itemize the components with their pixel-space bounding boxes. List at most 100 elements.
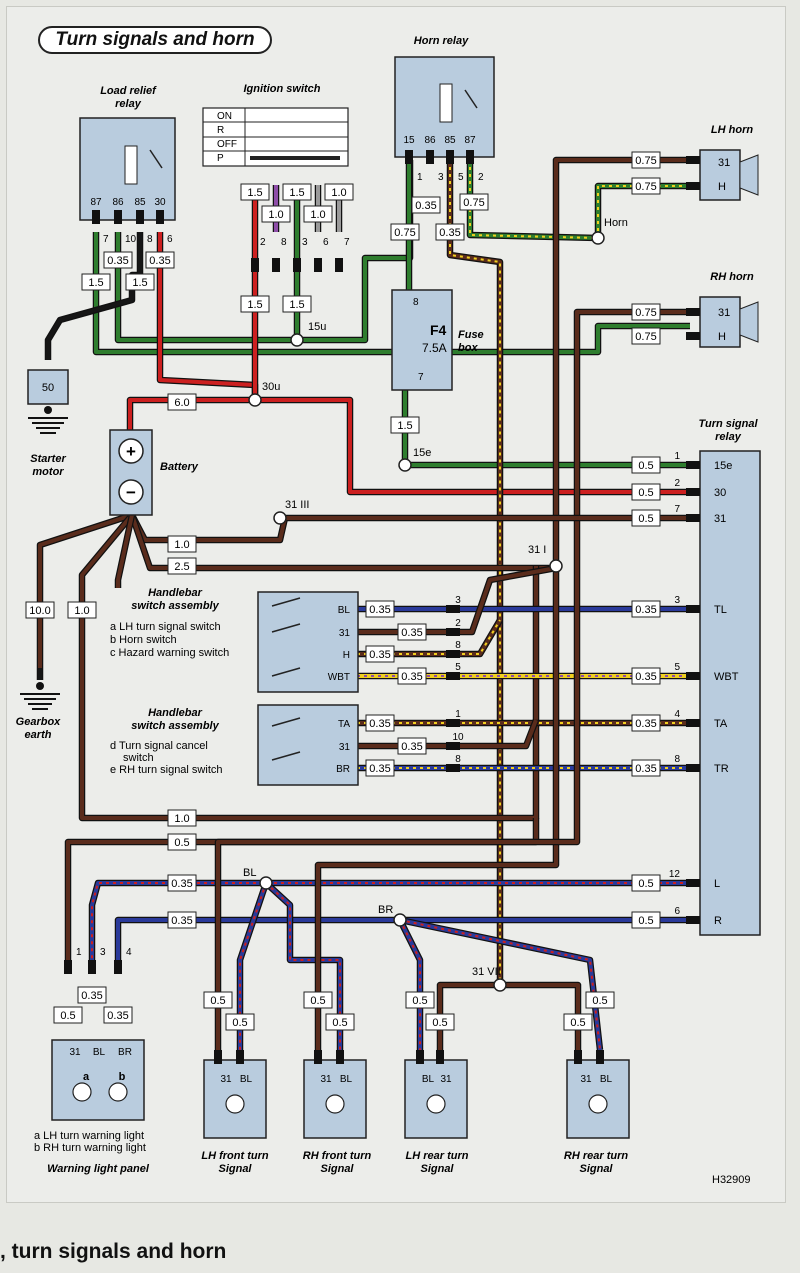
terminal-label: 31	[69, 1047, 81, 1058]
wire-size-box	[303, 205, 333, 223]
connector	[446, 719, 460, 727]
handlebar-1-item: c Hazard warning switch	[110, 647, 229, 659]
wire-size-label: 0.35	[415, 200, 436, 212]
wire-size-box	[411, 196, 441, 214]
connector	[426, 150, 434, 164]
wire-size-label: 0.5	[638, 915, 653, 927]
connector	[214, 1050, 222, 1064]
handlebar-2-item: e RH turn signal switch	[110, 764, 223, 776]
wire-size-box	[365, 759, 395, 777]
wire-rh-front-bl-tracer	[265, 882, 341, 1050]
terminal-label: TL	[714, 604, 727, 616]
wire-size-box	[631, 177, 661, 195]
wire-size-box	[303, 991, 333, 1009]
wire-bl-tracer	[91, 882, 690, 960]
terminal-label: 1	[455, 709, 461, 720]
terminal-label: 3	[438, 172, 444, 183]
wire-size-box	[390, 416, 420, 434]
wire-15e	[401, 390, 690, 469]
wire-size-box	[631, 714, 661, 732]
warning-lamp	[72, 1082, 92, 1102]
connector	[446, 764, 460, 772]
terminal-label: 30	[154, 197, 166, 208]
terminal-label: 2	[478, 172, 484, 183]
lh-horn-label: LH horn	[711, 124, 753, 136]
lamp-label-2: Signal	[320, 1163, 354, 1175]
terminal-label: BL	[338, 605, 351, 616]
wire-size-box	[103, 1006, 133, 1024]
wire-size-label: 0.35	[369, 604, 390, 616]
lamp-label: LH front turn	[201, 1150, 268, 1162]
handlebar-1-title-2: switch assembly	[131, 600, 219, 612]
terminal-label: a	[83, 1071, 90, 1083]
wire-size-label: 0.5	[332, 1017, 347, 1029]
wire-size-box	[397, 623, 427, 641]
terminal-label: H	[718, 181, 726, 193]
connector	[64, 960, 72, 974]
wire-horn-out	[466, 160, 690, 242]
lamp-label-2: Signal	[579, 1163, 613, 1175]
wire-size-box	[631, 483, 661, 501]
terminal-label: 31	[440, 1074, 452, 1085]
wire-size-box	[397, 667, 427, 685]
starter-motor-label-2: motor	[32, 466, 64, 478]
switch-contact	[271, 623, 301, 633]
connector	[686, 916, 700, 924]
wire-size-box	[563, 1013, 593, 1031]
connector	[446, 742, 460, 750]
lamp-label-2: Signal	[420, 1163, 454, 1175]
junction-label: 31 I	[528, 544, 546, 556]
terminal-label: H	[343, 650, 350, 661]
connector	[574, 1050, 582, 1064]
junction-node	[398, 458, 412, 472]
horn-relay-coil	[439, 83, 453, 123]
lh-horn	[699, 149, 741, 201]
connector	[686, 879, 700, 887]
terminal-label: 10	[452, 732, 464, 743]
terminal-label: TR	[714, 763, 729, 775]
terminal-label: 10	[125, 234, 137, 245]
warning-light-panel-label: Warning light panel	[47, 1163, 150, 1175]
wire-size-label: 0.5	[638, 878, 653, 890]
terminal-label: 8	[674, 754, 680, 765]
wire-size-box	[435, 223, 465, 241]
fuse-pin-bottom: 7	[418, 372, 424, 383]
terminal-label: P	[217, 153, 224, 164]
wire-size-box	[282, 183, 312, 201]
terminal-label: 5	[674, 662, 680, 673]
wire-size-label: 0.75	[635, 307, 656, 319]
turn-lamp-bulb	[426, 1094, 446, 1114]
junction-node	[290, 333, 304, 347]
terminal-label: TA	[714, 718, 728, 730]
connector	[686, 719, 700, 727]
wire-size-label: 0.75	[394, 227, 415, 239]
connector	[136, 210, 144, 224]
wire-size-box	[631, 759, 661, 777]
fuse-pin-top: 8	[413, 297, 419, 308]
terminal-label: 7	[103, 234, 109, 245]
handlebar-1-item: a LH turn signal switch	[110, 621, 221, 633]
wire-size-box	[167, 833, 197, 851]
fuse-box-label-2: box	[458, 342, 478, 354]
connector	[596, 1050, 604, 1064]
battery-minus-terminal	[118, 479, 144, 505]
terminal-label: 31	[714, 513, 726, 525]
wire-size-box	[167, 911, 197, 929]
terminal-label: 6	[323, 237, 329, 248]
wire-size-label: 0.5	[638, 487, 653, 499]
terminal-label: BL	[93, 1047, 106, 1058]
starter-terminal: 50	[42, 382, 54, 394]
wire-size-box	[459, 193, 489, 211]
wire-size-label: 0.35	[81, 990, 102, 1002]
wire-size-box	[67, 601, 97, 619]
wire-size-label: 0.35	[369, 763, 390, 775]
connector	[446, 605, 460, 613]
figure-reference: H32909	[712, 1174, 751, 1186]
lamp-label: RH rear turn	[564, 1150, 628, 1162]
terminal-label: 31	[718, 307, 730, 319]
connector	[446, 150, 454, 164]
wire-size-box	[167, 874, 197, 892]
diagram-title: Turn signals and horn	[38, 26, 272, 54]
junction-label: 30u	[262, 381, 280, 393]
fuse-rating: 7.5A	[422, 341, 447, 355]
